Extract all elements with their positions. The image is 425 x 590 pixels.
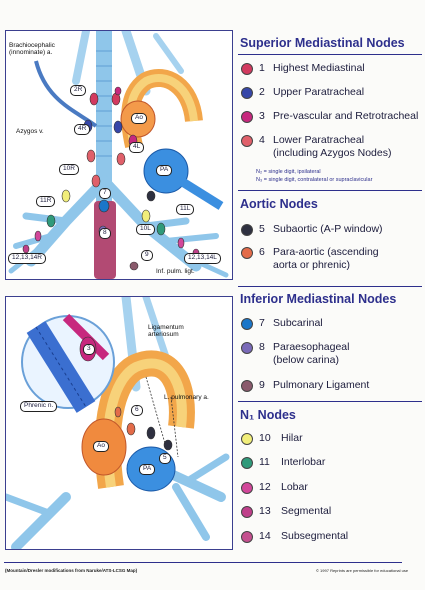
node-color-dot [241, 111, 253, 123]
vessel-tag-ao: Ao [131, 113, 147, 124]
legend-text: Para-aortic (ascending [273, 246, 379, 258]
node-tag-10l: 10L [136, 224, 155, 235]
legend-number: 8 [259, 341, 265, 353]
superior-title: Superior Mediastinal Nodes [240, 36, 405, 50]
node-color-dot [241, 433, 253, 445]
vessel-tag-pa: PA [139, 464, 156, 475]
n1-title: N₁ Nodes [240, 408, 296, 422]
legend-number: 3 [259, 110, 265, 122]
legend-number: 7 [259, 317, 265, 329]
footer-credit: (Mountain/Dresler modifications from Nar… [5, 568, 138, 573]
n2-note: N₂ = single digit, ipsilateral [256, 169, 321, 175]
node-tag-12-13-14r: 12,13,14R [8, 253, 46, 264]
legend-text: Subcarinal [273, 317, 323, 329]
aortic-title: Aortic Nodes [240, 197, 318, 211]
legend-text: Paraesophageal [273, 341, 350, 353]
legend-number: 14 [259, 530, 271, 542]
legend-number: 2 [259, 86, 265, 98]
node-color-dot [241, 318, 253, 330]
legend-number: 11 [259, 456, 270, 468]
section-divider [238, 286, 422, 287]
section-divider [238, 54, 422, 55]
legend-text: Pre-vascular and Retrotracheal [273, 110, 419, 122]
section-divider [238, 190, 422, 191]
legend-text: Lower Paratracheal [273, 134, 365, 146]
node-tag-10r: 10R [59, 164, 79, 175]
legend-number: 5 [259, 223, 265, 235]
node-tag-7: 7 [99, 188, 111, 199]
node-tag-3: 3 [83, 344, 95, 355]
brachiocephalic-label: Brachiocephalic (innominate) a. [9, 42, 55, 56]
legend-number: 6 [259, 246, 265, 258]
legend-text: Pulmonary Ligament [273, 379, 370, 391]
node-tag-9: 9 [141, 250, 153, 261]
node-color-dot [241, 135, 253, 147]
section-divider [238, 401, 422, 402]
footer-divider [4, 562, 402, 563]
legend-text: Subsegmental [281, 530, 349, 542]
legend-number: 13 [259, 505, 271, 517]
legend-text: Upper Paratracheal [273, 86, 365, 98]
legend-number: 10 [259, 432, 271, 444]
ligamentum-label: Ligamentum arteriosum [148, 324, 184, 338]
node-tag-4l: 4L [129, 142, 145, 153]
node-color-dot [241, 457, 253, 469]
legend-number: 1 [259, 62, 265, 74]
node-color-dot [241, 380, 253, 392]
node-color-dot [241, 63, 253, 75]
bottom-diagram-panel: Ligamentum arteriosum L. pulmonary a. Ph… [5, 296, 233, 550]
node-tag-11l: 11L [176, 204, 195, 215]
node-color-dot [241, 506, 253, 518]
n3-note: N₃ = single digit, contralateral or supr… [256, 177, 373, 183]
vessel-tag-ao: Ao [93, 441, 109, 452]
node-tag-12-13-14l: 12,13,14L [184, 253, 221, 264]
vessel-tag-pa: PA [156, 165, 173, 176]
node-color-dot [241, 87, 253, 99]
legend-text: Subaortic (A-P window) [273, 223, 383, 235]
node-tag-8: 8 [99, 228, 111, 239]
node-color-dot [241, 247, 253, 259]
node-color-dot [241, 482, 253, 494]
node-color-dot [241, 531, 253, 543]
legend-text: Segmental [281, 505, 332, 517]
inferior-title: Inferior Mediastinal Nodes [240, 292, 397, 306]
node-tag-2r: 2R [70, 85, 87, 96]
azygos-label: Azygos v. [16, 128, 44, 135]
legend-number: 4 [259, 134, 265, 146]
node-tag-4r: 4R [74, 124, 91, 135]
node-tag-11r: 11R [36, 196, 56, 207]
node-tag-5: 5 [159, 453, 171, 464]
phrenic-label: Phrenic n. [20, 401, 58, 412]
mediastinum-illustration [8, 31, 229, 279]
legend-text-line2: (including Azygos Nodes) [273, 147, 392, 159]
legend-text: Highest Mediastinal [273, 62, 365, 74]
node-color-dot [241, 224, 253, 236]
legend-number: 9 [259, 379, 265, 391]
legend: Superior Mediastinal Nodes 1 Highest Med… [236, 30, 425, 560]
legend-text: Hilar [281, 432, 303, 444]
node-color-dot [241, 342, 253, 354]
l-pulmonary-label: L. pulmonary a. [164, 394, 209, 401]
legend-text-line2: (below carina) [273, 354, 339, 366]
inf-pulm-label: Inf. pulm. ligt. [156, 268, 195, 275]
node-tag-6: 6 [131, 405, 143, 416]
top-diagram-panel: Brachiocephalic (innominate) a. Azygos v… [5, 30, 233, 280]
aortic-window-illustration [6, 297, 230, 549]
legend-number: 12 [259, 481, 271, 493]
legend-text: Interlobar [281, 456, 326, 468]
legend-text-line2: aorta or phrenic) [273, 259, 351, 271]
footer-copyright: © 1997 Reprints are permissible for educ… [316, 568, 409, 573]
legend-text: Lobar [281, 481, 308, 493]
